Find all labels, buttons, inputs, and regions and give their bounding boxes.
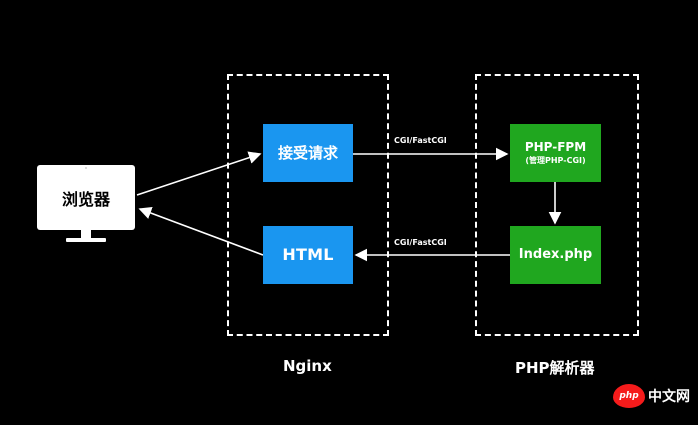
php-logo-icon: php	[613, 384, 645, 408]
cgi-fastcgi-label-bottom: CGI/FastCGI	[394, 238, 447, 247]
browser-base	[66, 238, 106, 242]
watermark-site-text: 中文网	[648, 389, 690, 405]
php-cn-watermark: php 中文网	[613, 384, 693, 408]
php-fpm-sub-label: (管理PHP-CGI)	[525, 155, 586, 165]
browser-camera-dot	[85, 167, 87, 169]
html-label: HTML	[282, 245, 334, 265]
php-parser-region	[475, 74, 639, 336]
php-parser-title: PHP解析器	[515, 359, 595, 377]
index-php-label: Index.php	[518, 246, 593, 262]
nginx-title: Nginx	[283, 357, 332, 375]
browser-label: 浏览器	[61, 189, 110, 209]
nginx-region	[227, 74, 389, 336]
accept-request-label: 接受请求	[277, 143, 338, 162]
php-fpm-node: PHP-FPM (管理PHP-CGI)	[510, 124, 601, 182]
browser-stand	[81, 230, 91, 239]
arrow-browser-to-accept	[136, 151, 262, 196]
arrow-html-to-browser	[138, 206, 264, 256]
accept-request-node: 接受请求	[263, 124, 353, 182]
browser-monitor: 浏览器	[37, 165, 135, 247]
php-fpm-label: PHP-FPM	[524, 139, 587, 154]
browser-screen: 浏览器	[37, 165, 135, 230]
cgi-fastcgi-label-top: CGI/FastCGI	[394, 136, 447, 145]
html-node: HTML	[263, 226, 353, 284]
index-php-node: Index.php	[510, 226, 601, 284]
